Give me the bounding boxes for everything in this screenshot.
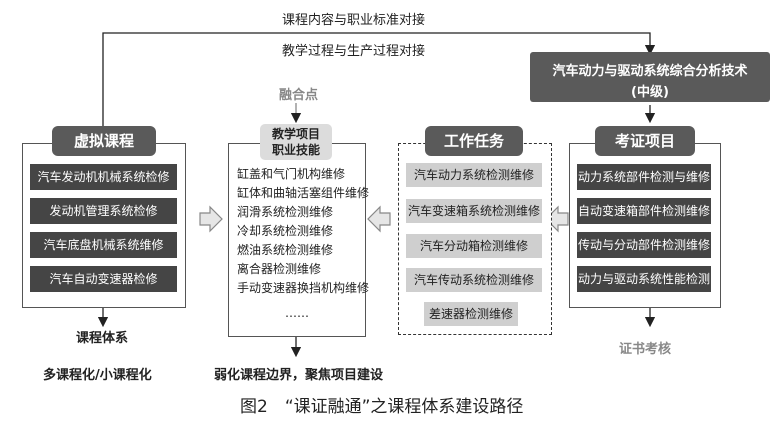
teaching-project-title: 教学项目 职业技能 [260, 124, 332, 160]
work-task-item: 差速器检测维修 [424, 302, 518, 326]
multi-course-label: 多课程化/小课程化 [43, 368, 152, 383]
certification-item: 动力与驱动系统性能检测 [577, 266, 711, 292]
top-label-line2: 教学过程与生产过程对接 [282, 44, 426, 59]
hollow-arrow-right [545, 205, 569, 233]
project-item: 缸盖和气门机构维修 [237, 167, 346, 181]
teaching-project-panel [228, 143, 366, 337]
project-item: 手动变速器换挡机构维修 [237, 281, 370, 295]
teaching-project-title-line2: 职业技能 [271, 143, 320, 157]
certificate-exam-label: 证书考核 [619, 342, 672, 357]
certification-item: 动力系统部件检测与维修 [577, 164, 711, 190]
top-right-box-line2: (中级) [631, 85, 669, 100]
certification-title: 考证项目 [595, 126, 695, 156]
virtual-course-title: 虚拟课程 [52, 126, 156, 156]
top-right-box-line1: 汽车动力与驱动系统综合分析技术 [552, 64, 748, 79]
virtual-course-item: 发动机管理系统检修 [30, 198, 177, 224]
weaken-boundary-label: 弱化课程边界，聚焦项目建设 [214, 368, 384, 383]
virtual-course-item: 汽车底盘机械系统维修 [30, 232, 177, 258]
hollow-arrow-left [199, 205, 223, 233]
project-item: 润滑系统检测维修 [237, 205, 334, 219]
work-task-item: 汽车传动系统检测维修 [406, 268, 542, 292]
work-task-item: 汽车分动箱检测维修 [406, 234, 542, 258]
project-item: 燃油系统检测维修 [237, 243, 334, 257]
certification-item: 自动变速箱部件检测维修 [577, 198, 711, 224]
project-item: 离合器检测维修 [237, 262, 322, 276]
fusion-point-label: 融合点 [279, 88, 319, 103]
work-task-item: 汽车变速箱系统检测维修 [406, 199, 542, 223]
figure-caption: 图2 “课证融通”之课程体系建设路径 [240, 397, 524, 417]
project-item: 冷却系统检测维修 [237, 224, 334, 238]
top-label-line1: 课程内容与职业标准对接 [282, 13, 426, 28]
teaching-project-title-line1: 教学项目 [271, 127, 320, 141]
work-task-item: 汽车动力系统检测维修 [406, 163, 542, 187]
course-system-label: 课程体系 [76, 331, 129, 346]
certification-item: 传动与分动部件检测维修 [577, 232, 711, 258]
hollow-arrow-middle [367, 205, 391, 233]
top-right-box: 汽车动力与驱动系统综合分析技术 (中级) [530, 52, 770, 102]
work-tasks-title: 工作任务 [425, 126, 523, 156]
top-loop-line [102, 32, 656, 128]
project-item: 缸体和曲轴活塞组件维修 [237, 186, 370, 200]
virtual-course-item: 汽车发动机机械系统检修 [30, 164, 177, 190]
project-item-ellipsis: …… [285, 306, 309, 320]
virtual-course-item: 汽车自动变速器检修 [30, 266, 177, 292]
